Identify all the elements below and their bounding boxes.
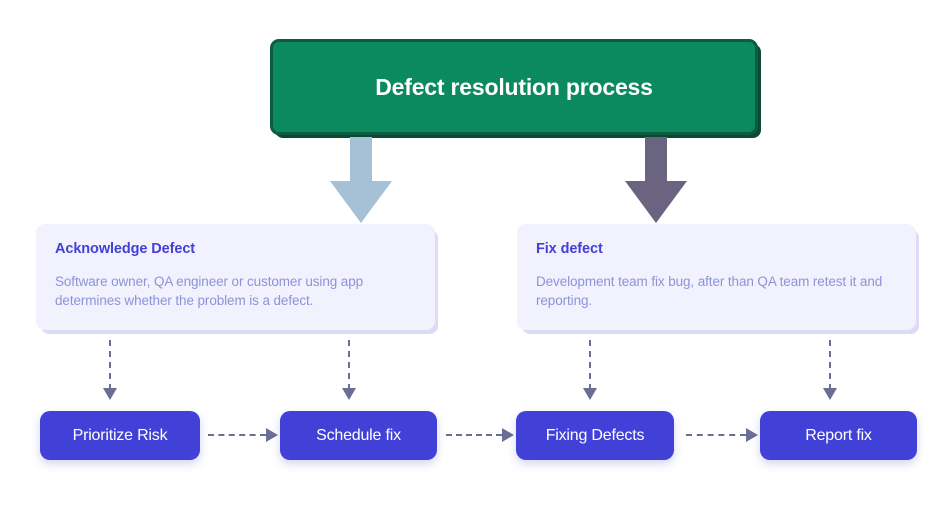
thick-arrow-to-fix-defect — [625, 137, 687, 223]
connector-line — [829, 340, 831, 390]
card-title: Acknowledge Defect — [55, 241, 196, 257]
card-title: Fix defect — [536, 241, 603, 257]
dashed-connector-fixing-to-report — [686, 428, 760, 442]
process-header-banner: Defect resolution process — [270, 39, 758, 135]
info-card-fix-defect: Fix defect Development team fix bug, aft… — [517, 224, 916, 330]
arrow-shaft — [350, 137, 372, 183]
arrow-shaft — [645, 137, 667, 183]
thick-arrow-to-acknowledge-defect — [330, 137, 392, 223]
connector-line — [208, 434, 266, 436]
connector-line — [446, 434, 502, 436]
connector-line — [348, 340, 350, 390]
step-prioritize-risk[interactable]: Prioritize Risk — [40, 411, 200, 460]
dashed-connector-prioritize-to-schedule — [208, 428, 280, 442]
step-report-fix[interactable]: Report fix — [760, 411, 917, 460]
connector-arrowhead-icon — [746, 428, 758, 442]
connector-arrowhead-icon — [103, 388, 117, 400]
dotted-connector-to-report-fix — [823, 340, 837, 408]
connector-line — [686, 434, 746, 436]
step-fixing-defects[interactable]: Fixing Defects — [516, 411, 674, 460]
connector-line — [109, 340, 111, 390]
info-card-acknowledge-defect: Acknowledge Defect Software owner, QA en… — [36, 224, 435, 330]
connector-arrowhead-icon — [502, 428, 514, 442]
card-body: Development team fix bug, after than QA … — [536, 274, 883, 308]
connector-arrowhead-icon — [342, 388, 356, 400]
connector-arrowhead-icon — [583, 388, 597, 400]
connector-line — [589, 340, 591, 390]
dotted-connector-to-schedule-fix — [342, 340, 356, 408]
dotted-connector-to-prioritize-risk — [103, 340, 117, 408]
step-schedule-fix[interactable]: Schedule fix — [280, 411, 437, 460]
dashed-connector-schedule-to-fixing — [446, 428, 516, 442]
arrow-head — [625, 181, 687, 223]
arrow-head — [330, 181, 392, 223]
connector-arrowhead-icon — [823, 388, 837, 400]
process-title: Defect resolution process — [375, 73, 653, 100]
card-body: Software owner, QA engineer or customer … — [55, 274, 364, 308]
connector-arrowhead-icon — [266, 428, 278, 442]
dotted-connector-to-fixing-defects — [583, 340, 597, 408]
